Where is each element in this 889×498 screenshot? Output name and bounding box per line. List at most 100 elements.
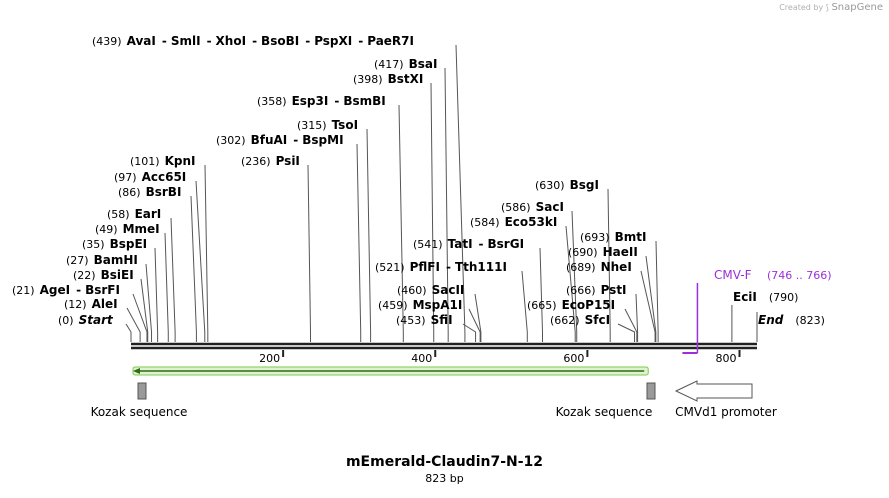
- site-name: TatI: [448, 237, 473, 251]
- site-name: Start: [79, 313, 114, 327]
- site-position: (12): [64, 298, 87, 311]
- kozak-box: [646, 382, 656, 400]
- map-length: 823 bp: [425, 472, 464, 485]
- primer-name: CMV-F: [714, 268, 752, 282]
- site-position: (584): [470, 216, 500, 229]
- site-connector: [132, 293, 148, 342]
- site-separator: -: [252, 34, 257, 48]
- site-position: (693): [580, 231, 610, 244]
- site-separator: -: [358, 34, 363, 48]
- site-name: XhoI: [216, 34, 247, 48]
- site-name: PsiI: [276, 154, 300, 168]
- site-connector: [307, 164, 312, 342]
- site-position: (417): [374, 58, 404, 71]
- site-name: SfiI: [431, 313, 453, 327]
- credit-brand: SnapGene: [831, 2, 883, 13]
- promoter-arrow: [674, 380, 753, 402]
- site-position: (823): [795, 314, 825, 327]
- site-position: (302): [216, 134, 246, 147]
- site-connector: [539, 247, 544, 342]
- site-connector: [617, 323, 636, 342]
- site-connector: [474, 293, 482, 342]
- site-connector: [645, 255, 657, 342]
- site-connector: [521, 270, 528, 342]
- site-position: (460): [397, 284, 427, 297]
- site-name: BsmBI: [343, 94, 385, 108]
- site-name: BamHI: [94, 253, 138, 267]
- site-name: Eco53kI: [505, 215, 558, 229]
- site-name: BsrBI: [146, 185, 182, 199]
- site-position: (86): [118, 186, 141, 199]
- ruler-tick-label: 800: [716, 352, 737, 365]
- site-name: BsgI: [570, 178, 599, 192]
- site-position: (35): [82, 238, 105, 251]
- site-name: BmtI: [615, 230, 647, 244]
- site-position: (236): [241, 155, 271, 168]
- site-name: NheI: [601, 260, 632, 274]
- site-name: Tth111I: [455, 260, 507, 274]
- site-connector: [624, 308, 638, 342]
- promoter-label: CMVd1 promoter: [675, 405, 777, 419]
- site-position: (521): [375, 261, 405, 274]
- site-connector: [145, 263, 153, 342]
- site-position: (586): [501, 201, 531, 214]
- site-position: (97): [114, 171, 137, 184]
- site-name: AgeI: [40, 283, 70, 297]
- site-connector: [635, 293, 639, 342]
- site-name: BspEI: [110, 237, 148, 251]
- site-separator: -: [446, 260, 451, 274]
- credit-prefix: Created by: [779, 3, 824, 12]
- site-connector: [430, 82, 435, 342]
- ruler-tick-label: 400: [411, 352, 432, 365]
- site-name: PflFI: [410, 260, 440, 274]
- site-connector: [154, 247, 159, 342]
- site-position: (790): [769, 291, 799, 304]
- site-connector: [204, 164, 209, 342]
- kozak-box: [137, 382, 147, 400]
- site-separator: -: [76, 283, 81, 297]
- site-name: End: [758, 313, 784, 327]
- site-connector: [190, 195, 197, 342]
- site-position: (101): [130, 155, 160, 168]
- site-connector: [398, 104, 404, 342]
- site-name: Acc65I: [142, 170, 187, 184]
- orf-arrowhead: [133, 368, 140, 374]
- site-name: BspMI: [302, 133, 343, 147]
- site-position: (22): [73, 269, 96, 282]
- site-position: (666): [566, 284, 596, 297]
- site-name: SacII: [432, 283, 465, 297]
- site-connector: [565, 225, 576, 342]
- site-separator: -: [293, 133, 298, 147]
- site-position: (358): [257, 95, 287, 108]
- site-connector: [195, 180, 206, 342]
- site-position: (315): [297, 119, 327, 132]
- kozak-label: Kozak sequence: [91, 405, 188, 419]
- site-name: BstXI: [388, 72, 424, 86]
- site-name: BsaI: [409, 57, 438, 71]
- site-connector: [462, 323, 477, 342]
- site-position: (453): [396, 314, 426, 327]
- site-position: (459): [378, 299, 408, 312]
- site-position: (49): [95, 223, 118, 236]
- site-connector: [455, 44, 466, 342]
- site-position: (21): [12, 284, 35, 297]
- site-connector: [126, 307, 141, 342]
- primer-range: (746 .. 766): [767, 269, 832, 282]
- site-position: (630): [535, 179, 565, 192]
- site-connector: [468, 308, 481, 342]
- site-name: MspA1I: [413, 298, 463, 312]
- site-connector: [125, 323, 132, 342]
- map-title: mEmerald-Claudin7-N-12: [345, 454, 544, 470]
- snapgene-logo-icon: ⟆: [825, 3, 829, 12]
- site-name: KpnI: [165, 154, 196, 168]
- site-name: EcoP15I: [562, 298, 616, 312]
- kozak-label: Kozak sequence: [556, 405, 653, 419]
- site-name: SacI: [536, 200, 564, 214]
- site-connector: [356, 143, 362, 342]
- site-name: Esp3I: [292, 94, 329, 108]
- site-separator: -: [479, 237, 484, 251]
- site-position: (690): [568, 246, 598, 259]
- site-separator: -: [207, 34, 212, 48]
- site-position: (439): [92, 35, 122, 48]
- site-connector: [571, 210, 578, 342]
